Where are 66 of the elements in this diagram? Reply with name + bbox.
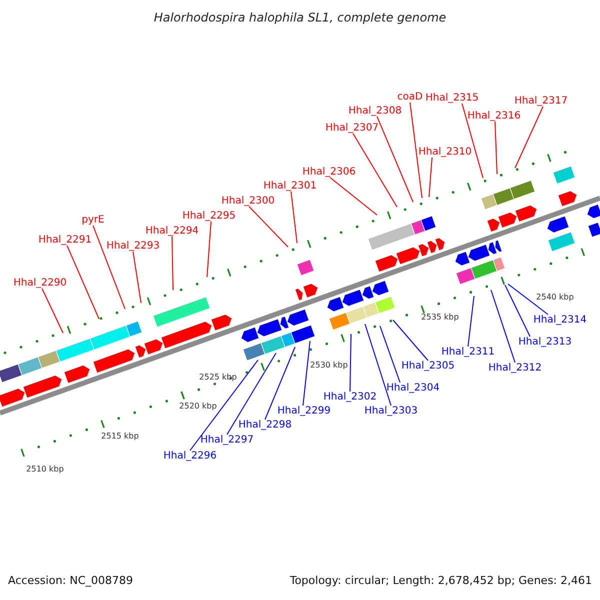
gene-label: Hhal_2312: [488, 362, 542, 374]
leader-line: [468, 296, 474, 347]
gene-label: Hhal_2313: [518, 336, 572, 348]
scale-label: 2520 kbp: [179, 402, 217, 412]
leader-line: [330, 177, 378, 216]
leader-line: [508, 284, 548, 315]
gene-label: coaD: [397, 92, 423, 102]
gene-label: Hhal_2317: [514, 96, 568, 106]
summary-text: Topology: circular; Length: 2,678,452 bp; Genes: 2,461: [290, 574, 592, 588]
gene-label: Hhal_2293: [106, 240, 160, 252]
scale-label: 2540 kbp: [536, 294, 574, 302]
leader-line: [428, 157, 432, 198]
scale-label: 2535 kbp: [421, 314, 459, 322]
leader-line: [42, 288, 64, 334]
leader-line: [364, 324, 392, 406]
gene-label: Hhal_2295: [182, 210, 236, 222]
leader-line: [494, 121, 498, 174]
leader-line: [206, 221, 212, 278]
leader-line: [226, 352, 276, 435]
leader-line: [290, 191, 298, 244]
leader-line: [376, 116, 414, 202]
leader-line: [392, 320, 428, 361]
scale-label: 2510 kbp: [26, 466, 64, 474]
leader-line: [504, 284, 530, 337]
leader-line: [66, 245, 100, 320]
leader-line: [302, 340, 310, 406]
scale-label: 2515 kbp: [101, 432, 139, 442]
title: Halorhodospira halophila SL1, complete genome: [154, 11, 446, 25]
leader-line: [514, 106, 544, 168]
accession-text: Accession: NC_008789: [8, 574, 134, 588]
gene-label: Hhal_2314: [533, 314, 587, 326]
gene-label: Hhal_2299: [277, 406, 331, 416]
leader-line: [380, 326, 400, 383]
gene-label: Hhal_2302: [323, 392, 377, 402]
scale-label: 2525 kbp: [199, 374, 237, 382]
leader-line: [172, 236, 174, 290]
gene-label: Hhal_2290: [13, 278, 67, 288]
leader-line: [264, 346, 296, 420]
gene-label: Hhal_2303: [364, 406, 418, 416]
leader-line: [410, 102, 422, 198]
gene-label: Hhal_2316: [467, 110, 521, 122]
gene-label: pyrE: [82, 214, 104, 226]
leader-line: [190, 360, 258, 451]
gene-label: Hhal_2306: [302, 166, 356, 178]
gene-label: Hhal_2310: [418, 146, 472, 158]
leader-line: [462, 103, 484, 178]
leader-line: [132, 251, 142, 304]
gene-label: Hhal_2300: [221, 196, 275, 206]
gene-label: Hhal_2291: [38, 234, 92, 246]
leader-line: [352, 133, 398, 208]
gene-label: Hhal_2297: [200, 434, 254, 446]
gene-label: Hhal_2304: [386, 382, 440, 394]
leader-line: [490, 290, 516, 363]
gene-label: Hhal_2308: [348, 106, 402, 116]
leader-line: [350, 334, 352, 392]
gene-label: Hhal_2301: [263, 180, 317, 192]
gene-label: Hhal_2315: [425, 92, 479, 104]
gene-label: Hhal_2296: [163, 450, 217, 462]
gene-label: Hhal_2305: [401, 360, 455, 372]
leader-line: [248, 206, 288, 248]
gene-label: Hhal_2307: [325, 122, 379, 134]
leader-line: [92, 225, 126, 310]
gene-label: Hhal_2294: [145, 226, 199, 236]
gene-label: Hhal_2311: [441, 346, 495, 358]
scale-label: 2530 kbp: [310, 362, 348, 370]
gene-label: Hhal_2298: [238, 420, 292, 430]
